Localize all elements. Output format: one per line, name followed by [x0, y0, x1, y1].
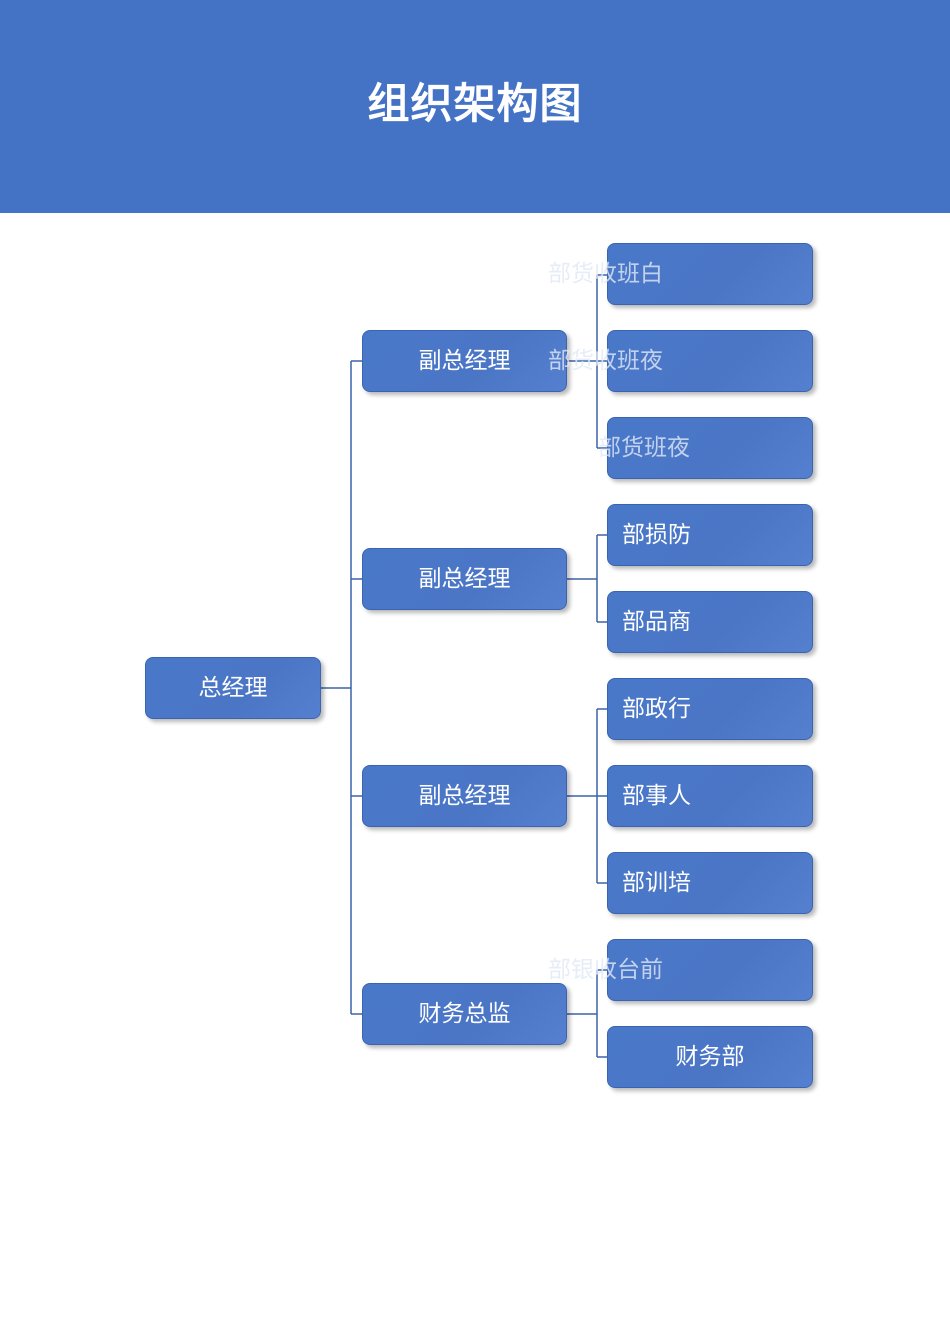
department-node-9[interactable]: [607, 939, 813, 1001]
department-node-6[interactable]: 部政行: [607, 678, 813, 740]
department-node-4[interactable]: 部损防: [607, 504, 813, 566]
manager-node-2[interactable]: 副总经理: [362, 548, 567, 610]
manager-node-1[interactable]: 副总经理: [362, 330, 567, 392]
connector-group-2: [567, 534, 607, 623]
root-node[interactable]: 总经理: [145, 657, 321, 719]
department-node-7[interactable]: 部事人: [607, 765, 813, 827]
department-node-10[interactable]: 财务部: [607, 1026, 813, 1088]
department-label-2: 部货收班夜: [548, 348, 663, 374]
department-node-2[interactable]: [607, 330, 813, 392]
connector-group-4: [567, 969, 607, 1058]
connector-group-3: [567, 708, 607, 884]
connector-group-1: [567, 274, 607, 449]
department-node-8[interactable]: 部训培: [607, 852, 813, 914]
department-node-1[interactable]: [607, 243, 813, 305]
department-node-3[interactable]: [607, 417, 813, 479]
header-banner: 组织架构图: [0, 0, 950, 213]
manager-node-3[interactable]: 副总经理: [362, 765, 567, 827]
department-label-9: 部银收台前: [548, 957, 663, 983]
manager-node-4[interactable]: 财务总监: [362, 983, 567, 1045]
department-node-5[interactable]: 部品商: [607, 591, 813, 653]
department-label-3: 部货班夜: [598, 435, 690, 461]
page-title: 组织架构图: [367, 79, 583, 128]
department-label-1: 部货收班白: [548, 261, 663, 287]
